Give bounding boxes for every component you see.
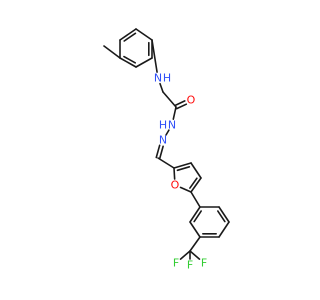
bond-F4-F5: [190, 177, 202, 193]
bond-C_cf3-F_a: [179, 250, 191, 260]
bond-C6-C1: [135, 28, 153, 41]
bond-C_ch-F2: [157, 157, 175, 169]
bond-P4-P5: [218, 221, 230, 238]
bond-C_co-O_co-b: [174, 100, 186, 107]
bond-N_hyd-N_imine: [165, 129, 170, 136]
bond-F5-P1: [190, 191, 201, 208]
atom-label-n-imine: N: [159, 134, 167, 147]
atom-label-o-fur: O: [171, 179, 180, 192]
bond-C6-N_amine: [151, 39, 158, 73]
bond-C3-C4: [119, 57, 137, 68]
bond-P1-P2: [189, 206, 201, 223]
bond-O_fur-F2: [173, 167, 176, 180]
bond-N_imine-C_ch-a: [155, 144, 161, 159]
atom-label-o-co: O: [187, 94, 196, 107]
bond-P3-C_cf3: [189, 236, 201, 252]
bond-C1-C2: [119, 28, 137, 41]
bond-C3-C4-inner: [123, 55, 136, 64]
bond-layer: [103, 28, 230, 260]
bond-P2-P3: [189, 221, 201, 238]
bond-C_co-O_co-a: [175, 103, 188, 110]
bond-F3-F4: [190, 162, 202, 179]
bond-F2-F3: [173, 162, 192, 169]
bond-P5-P6: [218, 206, 230, 223]
atom-label-n-hyd: N: [168, 119, 176, 132]
bond-N_imine-C_ch-b: [158, 145, 164, 160]
atom-hydrogen-n-amine: H: [163, 72, 171, 85]
bond-C_cf3-F_c: [189, 250, 201, 260]
bond-P1-P2-inner: [193, 210, 202, 223]
bond-C4-C5: [135, 57, 153, 68]
bond-F4-F5-inner: [189, 177, 198, 189]
bond-C_ch2-C_co: [162, 91, 177, 108]
bond-C_me-C3: [103, 45, 121, 59]
atom-label-f-a: F: [173, 257, 179, 270]
atom-label-f-c: F: [201, 257, 207, 270]
bond-C1-C2-inner: [123, 32, 137, 42]
bond-N_amine-C_ch2: [159, 82, 164, 93]
bond-F2-F3-inner: [176, 166, 191, 172]
atom-label-n-amine: N: [154, 72, 162, 85]
atom-hydrogen-n-hyd: H: [159, 119, 167, 132]
bond-P5-P6-inner: [217, 210, 226, 223]
atom-label-f-b: F: [187, 259, 193, 272]
bond-F5-O_fur: [179, 186, 192, 193]
bond-C_co-N_hyd: [172, 106, 177, 120]
